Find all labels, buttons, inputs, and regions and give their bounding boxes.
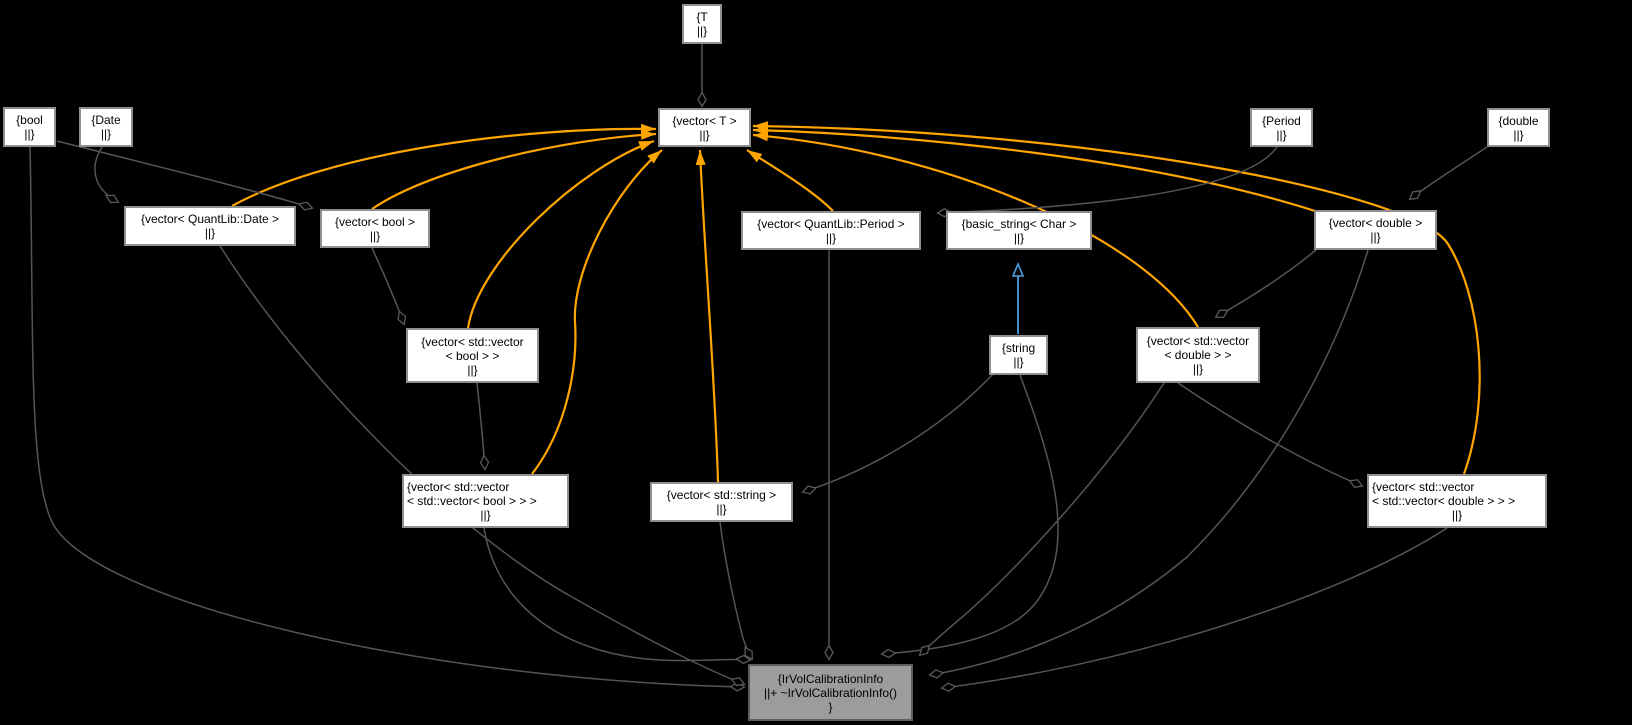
edge-vector-double-to-vector-vector-double-aggregation <box>1214 249 1317 318</box>
edge-string-to-irvolcalibrationinfo-aggregation <box>880 374 1059 659</box>
node-string[interactable]: {string ||} <box>989 335 1048 375</box>
node-period[interactable]: {Period ||} <box>1250 108 1313 147</box>
edge-vector-vector-vector-bool-to-irvolcalibrationinfo-aggregation <box>483 527 752 665</box>
edge-bool-to-vector-bool-aggregation <box>56 140 314 211</box>
node-vector-quantlib-period[interactable]: {vector< QuantLib::Period > ||} <box>741 211 921 250</box>
node-vector-vector-vector-double[interactable]: {vector< std::vector < std::vector< doub… <box>1367 474 1547 528</box>
edge-vector-bool-to-vector-t-template <box>371 129 657 210</box>
edge-string-to-vector-string-aggregation <box>801 373 994 495</box>
edge-vector-period-to-vector-t-template <box>746 149 834 212</box>
node-bool[interactable]: {bool ||} <box>3 107 56 147</box>
node-vector-vector-vector-bool[interactable]: {vector< std::vector < std::vector< bool… <box>402 474 569 528</box>
node-vector-bool[interactable]: {vector< bool > ||} <box>320 209 430 248</box>
edge-vector-vector-bool-to-vector-t-template <box>466 139 655 329</box>
edge-vector-date-to-irvolcalibrationinfo-aggregation <box>219 245 746 687</box>
edge-vector-vector-vector-double-to-vector-t-template <box>752 121 1481 475</box>
node-irvolcalibrationinfo[interactable]: {IrVolCalibrationInfo ||+ ~IrVolCalibrat… <box>748 664 913 721</box>
edge-vector-vector-vector-bool-to-vector-t-template <box>531 149 663 475</box>
edge-vector-double-to-irvolcalibrationinfo-aggregation <box>928 249 1369 679</box>
edge-vector-vector-vector-double-to-irvolcalibrationinfo-aggregation <box>940 527 1448 692</box>
edge-vector-double-to-vector-t-template <box>752 125 1316 213</box>
edge-vector-date-to-vector-t-template <box>231 123 657 207</box>
node-vector-string[interactable]: {vector< std::string > ||} <box>650 482 793 522</box>
node-vector-vector-bool[interactable]: {vector< std::vector < bool > > ||} <box>406 328 539 383</box>
node-double[interactable]: {double ||} <box>1487 108 1550 147</box>
node-date[interactable]: {Date ||} <box>79 107 133 147</box>
node-vector-vector-double[interactable]: {vector< std::vector < double > > ||} <box>1136 327 1260 383</box>
edge-vector-bool-to-vector-vector-bool-aggregation <box>371 247 407 326</box>
edge-vector-vector-double-to-vector-t-template <box>752 131 1199 328</box>
node-basic-string-char[interactable]: {basic_string< Char > ||} <box>946 211 1092 250</box>
edge-vector-vector-bool-to-vector-vector-vector-bool-aggregation <box>476 382 490 471</box>
edge-vector-string-to-vector-t-template <box>695 149 720 483</box>
edge-vector-vector-double-to-irvolcalibrationinfo-aggregation <box>918 382 1165 657</box>
edge-vector-string-to-irvolcalibrationinfo-aggregation <box>719 521 753 661</box>
node-t[interactable]: {T ||} <box>682 4 722 44</box>
edge-period-to-vector-period-aggregation <box>936 146 1278 218</box>
edge-double-to-vector-double-aggregation <box>1408 146 1488 201</box>
edge-vector-vector-double-to-vector-vector-vector-double-aggregation <box>1177 382 1364 488</box>
node-vector-double[interactable]: {vector< double > ||} <box>1314 210 1437 250</box>
edge-bool-to-irvolcalibrationinfo-aggregation <box>29 146 746 692</box>
node-vector-t[interactable]: {vector< T > ||} <box>658 108 751 147</box>
node-vector-quantlib-date[interactable]: {vector< QuantLib::Date > ||} <box>124 206 296 246</box>
